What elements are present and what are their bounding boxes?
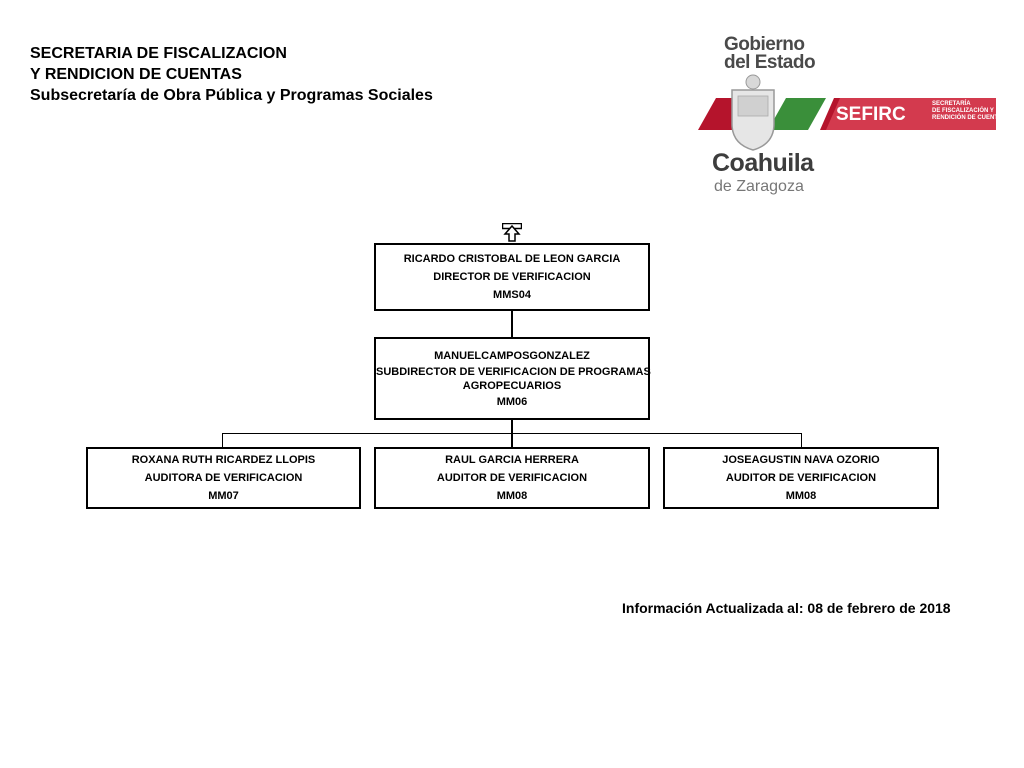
up-arrow-icon[interactable] [502,223,522,243]
gobierno-coahuila-sefirc-logo: Gobierno del Estado SEFIRC SECRETARÍA DE… [694,32,1010,198]
connector-subdirector-bus [511,419,513,433]
staff-title: AUDITOR DE VERIFICACION [436,472,588,484]
logo-gobierno-text: Gobierno [724,34,805,55]
connector-drop-right [801,433,802,448]
staff-name: RAUL GARCIA HERRERA [445,454,579,466]
staff-code: MM08 [496,490,528,502]
subdirector-title-line-1: SUBDIRECTOR DE VERIFICACION DE PROGRAMAS [376,365,651,378]
page-header: SECRETARIA DE FISCALIZACION Y RENDICION … [30,43,433,106]
staff-title: AUDITORA DE VERIFICACION [144,472,303,484]
last-updated-note: Información Actualizada al: 08 de febrer… [622,600,951,616]
logo-graphic [698,74,996,151]
logo-sefirc-subtitle: SECRETARÍA DE FISCALIZACIÓN Y RENDICIÓN … [932,101,1006,121]
director-box: RICARDO CRISTOBAL DE LEON GARCIA DIRECTO… [374,243,650,311]
director-name: RICARDO CRISTOBAL DE LEON GARCIA [403,253,621,265]
staff-title: AUDITOR DE VERIFICACION [725,472,877,484]
staff-name: ROXANA RUTH RICARDEZ LLOPIS [131,454,316,466]
subdirector-box: MANUELCAMPOSGONZALEZ SUBDIRECTOR DE VERI… [374,337,651,420]
connector-drop-left [222,433,223,448]
connector-drop-center [511,433,513,448]
director-title: DIRECTOR DE VERIFICACION [433,271,591,283]
staff-box-1: ROXANA RUTH RICARDEZ LLOPIS AUDITORA DE … [86,447,361,509]
connector-director-subdirector [511,310,513,338]
logo-de-zaragoza-text: de Zaragoza [714,178,804,195]
logo-del-estado-text: del Estado [724,52,816,73]
logo-sefirc-text: SEFIRC [836,104,906,125]
header-line-2: Y RENDICION DE CUENTAS [30,66,242,83]
director-code: MMS04 [493,289,531,301]
staff-box-2: RAUL GARCIA HERRERA AUDITOR DE VERIFICAC… [374,447,650,509]
logo-coahuila-text: Coahuila [712,149,814,177]
staff-code: MM07 [208,490,239,502]
staff-code: MM08 [785,490,817,502]
subdirector-name: MANUELCAMPOSGONZALEZ [434,349,590,362]
staff-box-3: JOSEAGUSTIN NAVA OZORIO AUDITOR DE VERIF… [663,447,939,509]
header-line-1: SECRETARIA DE FISCALIZACION [30,45,287,62]
header-line-3: Subsecretaría de Obra Pública y Programa… [30,87,433,104]
subdirector-title-line-2: AGROPECUARIOS [462,379,562,392]
subdirector-code: MM06 [496,395,528,408]
staff-name: JOSEAGUSTIN NAVA OZORIO [722,454,880,466]
